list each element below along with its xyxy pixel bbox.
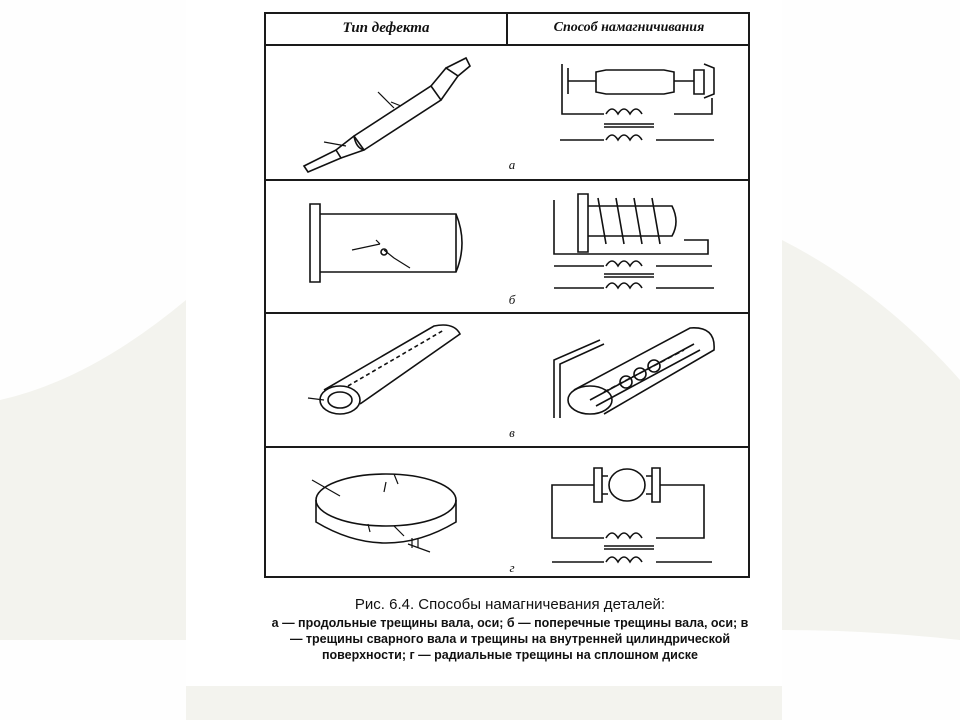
internal-conductor-method-icon xyxy=(544,320,734,432)
row-divider xyxy=(266,44,748,46)
row-divider xyxy=(266,446,748,448)
caption-title: Рис. 6.4. Способы намагничевания деталей… xyxy=(354,596,666,613)
axle-defect-icon xyxy=(306,198,476,288)
header-magnetization-method: Способ намагничивания xyxy=(553,20,705,35)
coil-axle-method-icon xyxy=(544,192,734,302)
row-divider xyxy=(266,179,748,181)
disk-clamp-method-icon xyxy=(544,454,734,566)
shaft-clamp-method-icon xyxy=(544,54,734,164)
figure-caption: Рис. 6.4. Способы намагничевания деталей… xyxy=(264,596,756,663)
caption-text: а — продольные трещины вала, оси; б — по… xyxy=(271,616,749,662)
row-letter-b: б xyxy=(508,292,516,307)
figure-table: Тип дефекта Способ намагничивания а xyxy=(264,12,750,578)
hollow-cylinder-defect-icon xyxy=(304,316,474,426)
row-divider xyxy=(266,312,748,314)
header-defect-type: Тип дефекта xyxy=(266,14,508,44)
solid-disk-defect-icon xyxy=(302,460,472,560)
row-letter-a: а xyxy=(508,157,516,172)
row-letter-g: г xyxy=(509,560,515,575)
shaft-defect-icon xyxy=(296,48,476,173)
row-letter-v: в xyxy=(509,425,515,440)
